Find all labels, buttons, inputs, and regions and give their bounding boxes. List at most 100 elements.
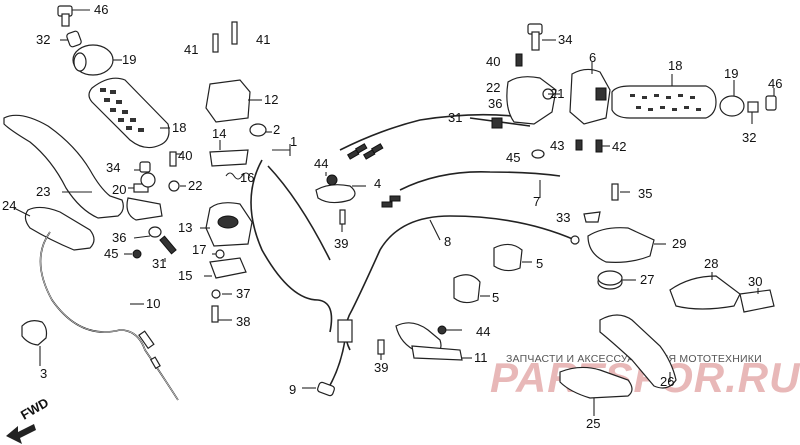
callout-label-35: 35 xyxy=(638,186,652,201)
part-34-bolt xyxy=(134,161,151,173)
part-32-right-spacer xyxy=(747,101,759,124)
part-28-lever-bracket xyxy=(669,272,741,310)
part-38-screw xyxy=(211,305,232,323)
part-24-clutch-bracket xyxy=(13,206,95,251)
callout-label-31: 31 xyxy=(448,110,462,125)
callout-label-10: 10 xyxy=(146,296,160,311)
callout-label-21: 21 xyxy=(550,86,564,101)
part-26-brake-lever xyxy=(599,314,677,389)
part-46-right-bolt xyxy=(765,88,777,111)
part-40-right-screw xyxy=(515,53,523,67)
callout-label-30: 30 xyxy=(748,274,762,289)
callout-label-8: 8 xyxy=(444,234,451,249)
part-4-harness xyxy=(315,113,513,204)
part-45-right-nut xyxy=(531,149,545,159)
callout-label-41: 41 xyxy=(256,32,270,47)
callout-label-9: 9 xyxy=(289,382,296,397)
callout-label-5: 5 xyxy=(492,290,499,305)
part-7-wire xyxy=(381,171,561,208)
part-18-right-grip xyxy=(611,74,717,119)
callout-label-38: 38 xyxy=(236,314,250,329)
part-27-spring xyxy=(597,270,636,290)
part-25-lever-arm xyxy=(559,366,633,416)
part-12-switch-cover xyxy=(205,79,262,123)
callout-label-22: 22 xyxy=(486,80,500,95)
callout-label-3: 3 xyxy=(40,366,47,381)
callout-label-39: 39 xyxy=(374,360,388,375)
callout-label-2: 2 xyxy=(273,122,280,137)
part-5-clamp-upper xyxy=(493,243,532,272)
callout-label-40: 40 xyxy=(486,54,500,69)
part-36-bracket xyxy=(126,172,163,221)
callout-label-26: 26 xyxy=(660,374,674,389)
part-19-left-weight xyxy=(72,44,122,76)
part-3-cable-clip xyxy=(21,320,48,366)
callout-label-36: 36 xyxy=(488,96,502,111)
part-20-pin xyxy=(128,183,149,193)
callout-label-18: 18 xyxy=(172,120,186,135)
part-19-right-weight xyxy=(719,80,745,117)
part-36-left-washer xyxy=(133,226,162,239)
part-40-left-screw xyxy=(169,151,182,167)
part-34-right-bolt xyxy=(527,23,556,51)
part-22-left-screw xyxy=(168,180,186,192)
part-14-plate xyxy=(209,140,249,167)
part-17-screw xyxy=(212,249,225,259)
part-21-throttle-housing xyxy=(506,76,560,125)
callout-label-18: 18 xyxy=(668,58,682,73)
callout-labels: 1234556789101112131415161718181919202122… xyxy=(2,2,782,431)
callout-label-19: 19 xyxy=(122,52,136,67)
part-6-switch-housing xyxy=(569,62,611,125)
part-46-left-bolt xyxy=(57,5,90,27)
callout-label-42: 42 xyxy=(612,139,626,154)
callout-label-7: 7 xyxy=(533,194,540,209)
callout-label-22: 22 xyxy=(188,178,202,193)
callout-label-16: 16 xyxy=(240,170,254,185)
callout-label-39: 39 xyxy=(334,236,348,251)
part-31-left-bolt xyxy=(159,235,177,262)
callout-label-25: 25 xyxy=(586,416,600,431)
callout-label-37: 37 xyxy=(236,286,250,301)
part-39-center-screw xyxy=(339,209,346,232)
part-32-left-spacer xyxy=(60,30,82,48)
callout-label-5: 5 xyxy=(536,256,543,271)
callout-label-32: 32 xyxy=(36,32,50,47)
part-16-spring xyxy=(225,172,251,180)
callout-label-34: 34 xyxy=(106,160,120,175)
callout-label-12: 12 xyxy=(264,92,278,107)
part-45-left-nut xyxy=(124,249,142,259)
fwd-arrow-icon: FWD xyxy=(6,395,51,444)
part-29-bracket xyxy=(587,227,666,263)
part-44-center-nut xyxy=(325,172,338,186)
callout-label-40: 40 xyxy=(178,148,192,163)
callout-label-46: 46 xyxy=(768,76,782,91)
callout-label-17: 17 xyxy=(192,242,206,257)
callout-label-28: 28 xyxy=(704,256,718,271)
part-5-clamp-lower xyxy=(453,274,490,304)
part-33-pivot xyxy=(583,211,601,223)
part-11-bracket xyxy=(395,322,472,361)
callout-label-13: 13 xyxy=(178,220,192,235)
callout-label-6: 6 xyxy=(589,50,596,65)
callout-label-32: 32 xyxy=(742,130,756,145)
part-13-switch-housing xyxy=(200,202,253,247)
part-23-clutch-lever xyxy=(3,114,124,219)
part-10-clutch-cable xyxy=(39,231,179,401)
callout-label-1: 1 xyxy=(290,134,297,149)
callout-label-46: 46 xyxy=(94,2,108,17)
part-37-screw xyxy=(211,289,232,299)
callout-label-36: 36 xyxy=(112,230,126,245)
callout-label-45: 45 xyxy=(104,246,118,261)
callout-label-23: 23 xyxy=(36,184,50,199)
callout-label-27: 27 xyxy=(640,272,654,287)
part-39-lower-screw xyxy=(377,339,385,360)
callout-label-34: 34 xyxy=(558,32,572,47)
callout-label-4: 4 xyxy=(374,176,381,191)
part-8-front-brake-cable xyxy=(344,215,580,351)
fwd-label: FWD xyxy=(18,395,51,423)
part-15-bracket xyxy=(204,257,247,279)
callout-label-31: 31 xyxy=(152,256,166,271)
part-31-right-bolt xyxy=(469,117,531,129)
